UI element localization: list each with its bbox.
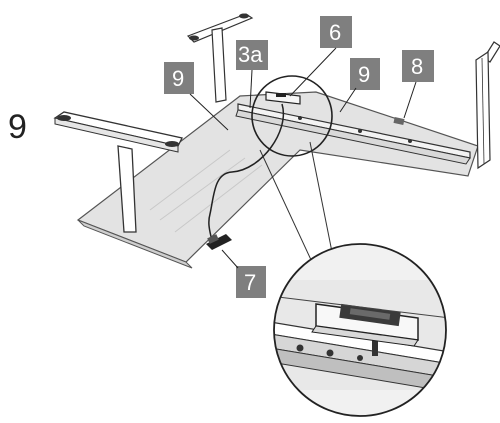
hand-switch-icon [206, 234, 232, 250]
cable [208, 103, 285, 249]
callout-7: 7 [221, 249, 266, 298]
svg-text:9: 9 [358, 62, 370, 87]
right-leg [475, 41, 500, 170]
zoom-detail [273, 243, 447, 417]
callout-6: 6 [289, 16, 352, 97]
svg-text:9: 9 [172, 66, 184, 91]
svg-text:3a: 3a [238, 42, 263, 67]
callout-9-left: 9 [164, 62, 229, 131]
detail-target-circle [251, 75, 333, 157]
zoom-line [259, 149, 313, 263]
frame-rail [235, 103, 471, 165]
zoom-line [309, 141, 333, 253]
callout-3a: 3a [236, 40, 268, 109]
back-left-leg [186, 13, 254, 103]
step-number: 9 [8, 108, 27, 146]
callout-8: 8 [402, 50, 434, 119]
svg-text:7: 7 [244, 270, 256, 295]
callout-9-right: 9 [339, 58, 380, 113]
svg-text:6: 6 [329, 20, 341, 45]
left-leg [53, 111, 183, 233]
svg-text:8: 8 [411, 54, 423, 79]
